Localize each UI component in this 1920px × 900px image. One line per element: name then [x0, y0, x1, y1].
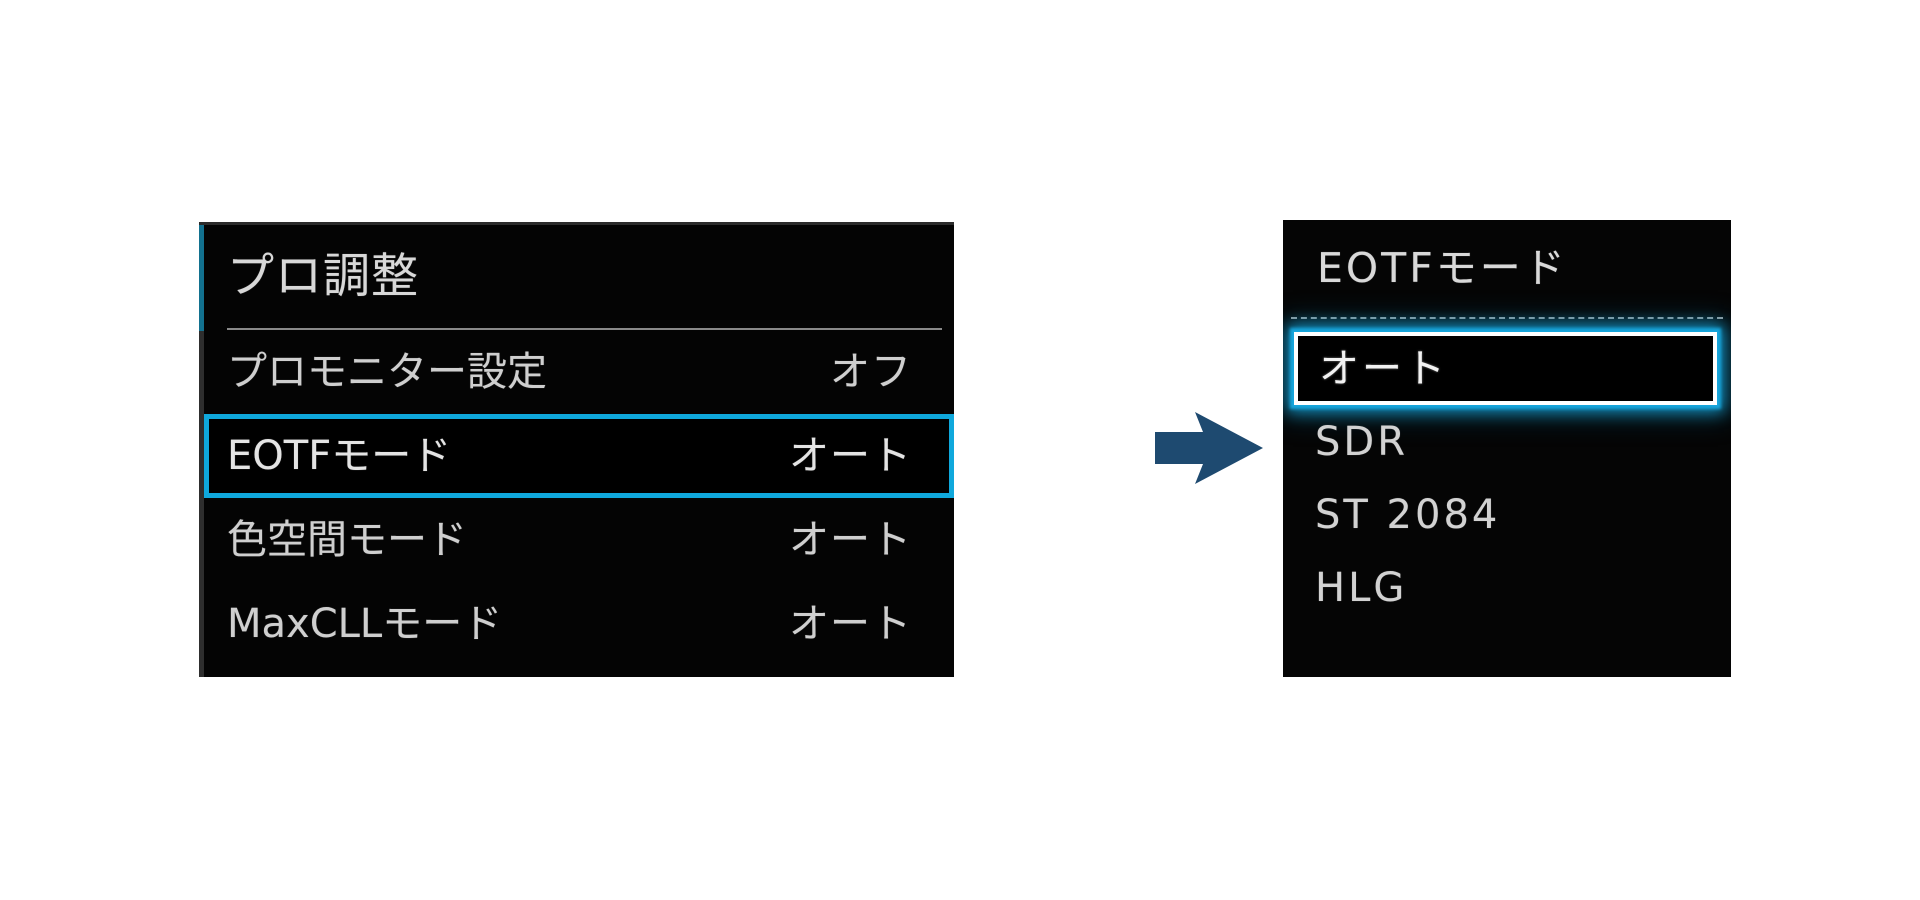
arrow-right-icon: [1155, 408, 1265, 488]
menu-row-pro-monitor[interactable]: プロモニター設定 オフ: [204, 330, 954, 414]
panel-edge-bar: [199, 331, 204, 677]
menu-row-label: EOTFモード: [227, 433, 452, 479]
menu-row-label: MaxCLLモード: [227, 601, 503, 647]
menu-row-value: オート: [789, 517, 912, 563]
menu-row-eotf-mode[interactable]: EOTFモード オート: [204, 414, 954, 498]
eotf-option-sdr[interactable]: SDR: [1283, 405, 1731, 478]
pro-adjust-menu-list: プロモニター設定 オフ EOTFモード オート 色空間モード オート MaxCL…: [204, 330, 954, 677]
menu-row-value: オート: [789, 433, 912, 479]
eotf-option-label: ST 2084: [1315, 491, 1501, 538]
eotf-option-label: オート: [1319, 345, 1448, 392]
eotf-option-auto[interactable]: オート: [1294, 332, 1717, 405]
pro-adjust-osd-panel: プロ調整 プロモニター設定 オフ EOTFモード オート 色空間モード オート …: [199, 222, 954, 677]
eotf-mode-title: EOTFモード: [1317, 244, 1568, 292]
menu-row-label: プロモニター設定: [227, 349, 547, 395]
pro-adjust-header: プロ調整: [199, 225, 954, 328]
menu-row-color-space-mode[interactable]: 色空間モード オート: [204, 498, 954, 582]
menu-row-label: 色空間モード: [227, 517, 467, 563]
eotf-option-st2084[interactable]: ST 2084: [1283, 478, 1731, 551]
eotf-option-hlg[interactable]: HLG: [1283, 551, 1731, 624]
eotf-mode-header: EOTFモード: [1283, 220, 1731, 317]
header-dashed-divider: [1291, 317, 1723, 319]
menu-row-value: オート: [789, 601, 912, 647]
eotf-mode-option-list: オート SDR ST 2084 HLG: [1283, 319, 1731, 624]
eotf-mode-osd-panel: EOTFモード オート SDR ST 2084 HLG: [1283, 220, 1731, 677]
panel-accent-bar: [199, 225, 204, 331]
menu-row-maxcll-mode[interactable]: MaxCLLモード オート: [204, 582, 954, 666]
menu-row-value: オフ: [830, 349, 912, 395]
eotf-option-label: HLG: [1315, 564, 1408, 611]
header-divider: [227, 328, 942, 330]
pro-adjust-title: プロ調整: [227, 249, 419, 304]
eotf-option-label: SDR: [1315, 418, 1408, 465]
